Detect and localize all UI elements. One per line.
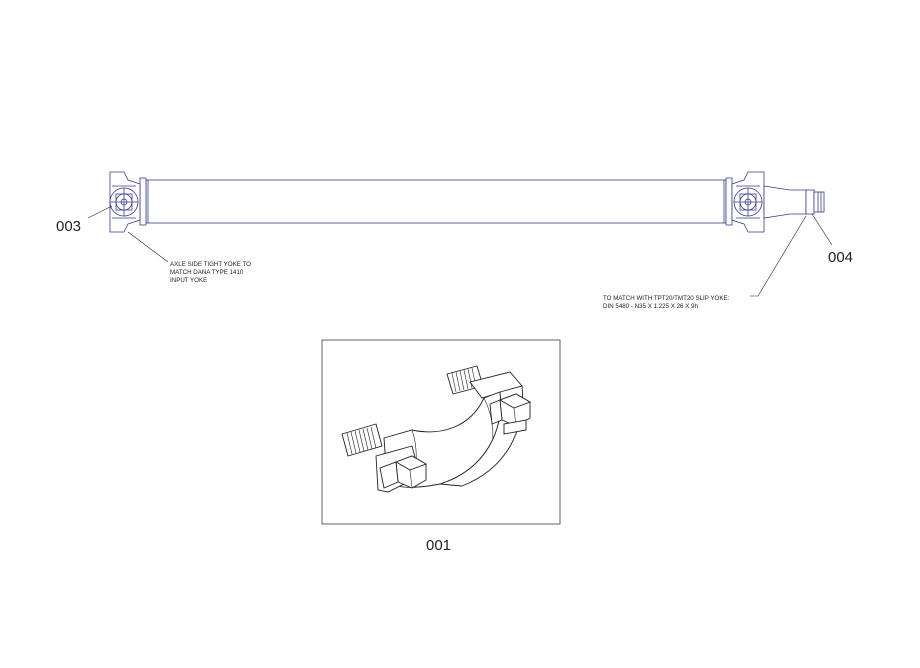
leader-axle-note — [127, 231, 169, 263]
detail-001 — [321, 339, 561, 525]
item-number-003: 003 — [56, 218, 81, 235]
axle-side-note-line-2: MATCH DANA TYPE 1410 — [170, 269, 244, 276]
leader-lines — [87, 205, 833, 297]
right-yoke — [725, 171, 825, 233]
leader-003 — [87, 205, 113, 219]
front-nut — [379, 455, 428, 489]
leader-004 — [811, 213, 833, 246]
axle-side-note-line-3: INPUT YOKE — [170, 277, 207, 284]
axle-side-note-line-1: AXLE SIDE TIGHT YOKE TO — [170, 261, 251, 268]
driveshaft-tube — [145, 179, 727, 224]
back-nut — [489, 393, 532, 435]
driveshaft-assembly — [109, 171, 825, 233]
item-number-001: 001 — [426, 537, 451, 554]
front-stud — [341, 423, 383, 457]
slip-yoke-note-line-2: DIN 5480 - N35 X 1.225 X 26 X 9h — [603, 303, 698, 310]
left-yoke — [109, 171, 147, 233]
leader-slip-note — [750, 215, 807, 297]
slip-yoke-note-line-1: TO MATCH WITH TPT20/TMT20 SLIP YOKE: — [603, 295, 730, 302]
item-number-004: 004 — [828, 249, 853, 266]
